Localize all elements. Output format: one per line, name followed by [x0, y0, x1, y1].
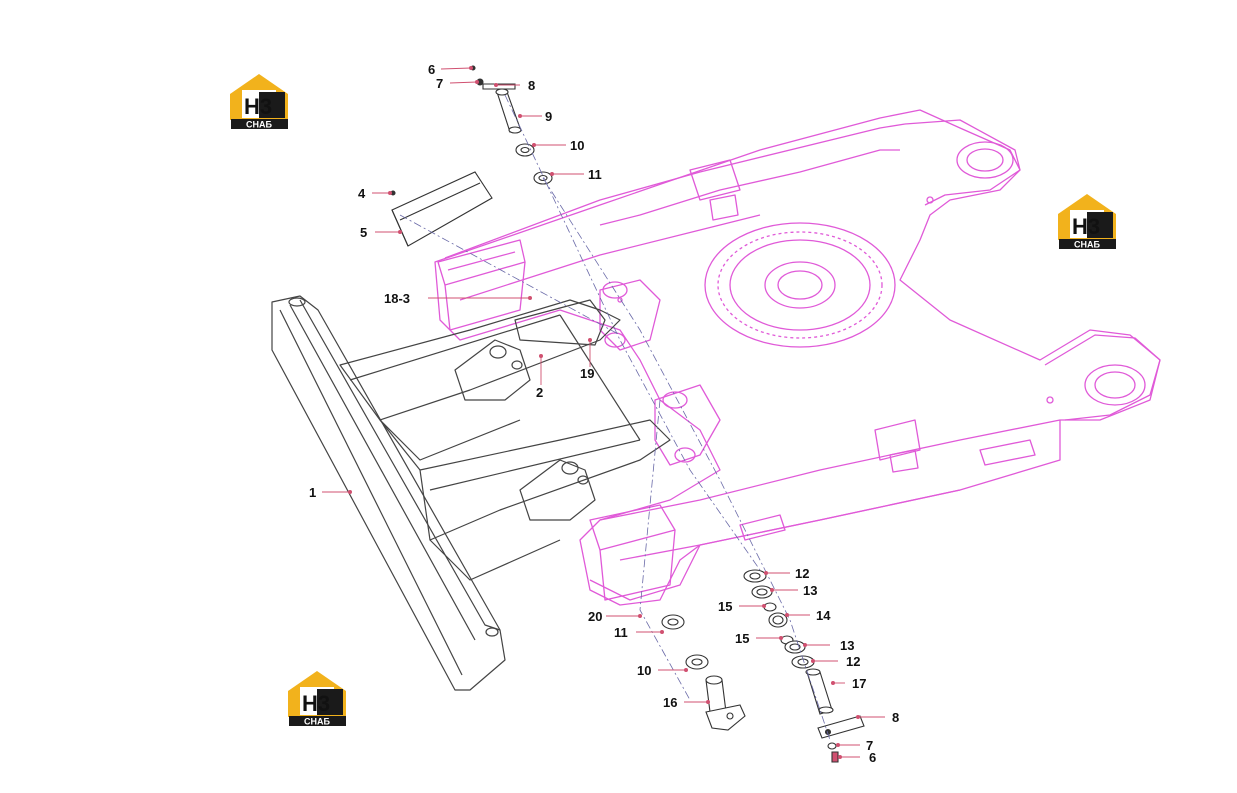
logo-caption: СНАБ — [304, 717, 330, 727]
callout-9: 9 — [545, 109, 552, 124]
logo-right: H3 СНАБ — [1058, 194, 1116, 250]
lock-plate-8-lower — [817, 715, 865, 739]
callout-6-top: 6 — [428, 62, 435, 77]
logo-letters: H3 — [1072, 214, 1100, 239]
guard-plate — [391, 171, 493, 247]
leader-dots — [348, 66, 860, 759]
callout-8-lower: 8 — [892, 710, 899, 725]
callout-19: 19 — [580, 366, 594, 381]
logo-bottom-left: H3 СНАБ — [288, 671, 346, 727]
callout-10-top: 10 — [570, 138, 584, 153]
callout-8-top: 8 — [528, 78, 535, 93]
logo-letters: H3 — [244, 94, 272, 119]
callout-2: 2 — [536, 385, 543, 400]
callout-11-lower: 11 — [614, 625, 628, 640]
logo-caption: СНАБ — [1074, 240, 1100, 250]
nut-15a — [763, 602, 777, 612]
callout-7-top: 7 — [436, 76, 443, 91]
loose-parts — [390, 65, 865, 763]
callout-10-lower: 10 — [637, 663, 651, 678]
callout-16: 16 — [663, 695, 677, 710]
callout-7-lower: 7 — [866, 738, 873, 753]
bolt-6-lower — [831, 751, 839, 763]
dozer-blade-assembly — [271, 295, 671, 691]
callout-20: 20 — [588, 609, 602, 624]
callout-6-lower: 6 — [869, 750, 876, 765]
callout-14: 14 — [816, 608, 831, 623]
washer-7-lower — [827, 742, 837, 750]
callout-5: 5 — [360, 225, 367, 240]
callout-4: 4 — [358, 186, 366, 201]
callout-1: 1 — [309, 485, 316, 500]
undercarriage-frame — [434, 109, 1161, 606]
logo-caption: СНАБ — [246, 120, 272, 130]
callout-13-top: 13 — [803, 583, 817, 598]
callout-12-top: 12 — [795, 566, 809, 581]
callout-17: 17 — [852, 676, 866, 691]
callout-12-lower: 12 — [846, 654, 860, 669]
pin-9 — [496, 91, 521, 133]
logo-top-left: H3 СНАБ — [230, 74, 288, 130]
logo-letters: H3 — [302, 691, 330, 716]
callout-15-top: 15 — [718, 599, 732, 614]
callout-15-lower: 15 — [735, 631, 749, 646]
leader-lines — [322, 67, 885, 758]
callout-18-3: 18-3 — [384, 291, 410, 306]
callout-13-lower: 13 — [840, 638, 854, 653]
callout-11-top: 11 — [588, 167, 602, 182]
callout-labels: 6 7 8 9 10 11 4 5 18-3 2 19 1 12 13 15 1… — [309, 62, 899, 765]
pin-16 — [705, 679, 727, 713]
